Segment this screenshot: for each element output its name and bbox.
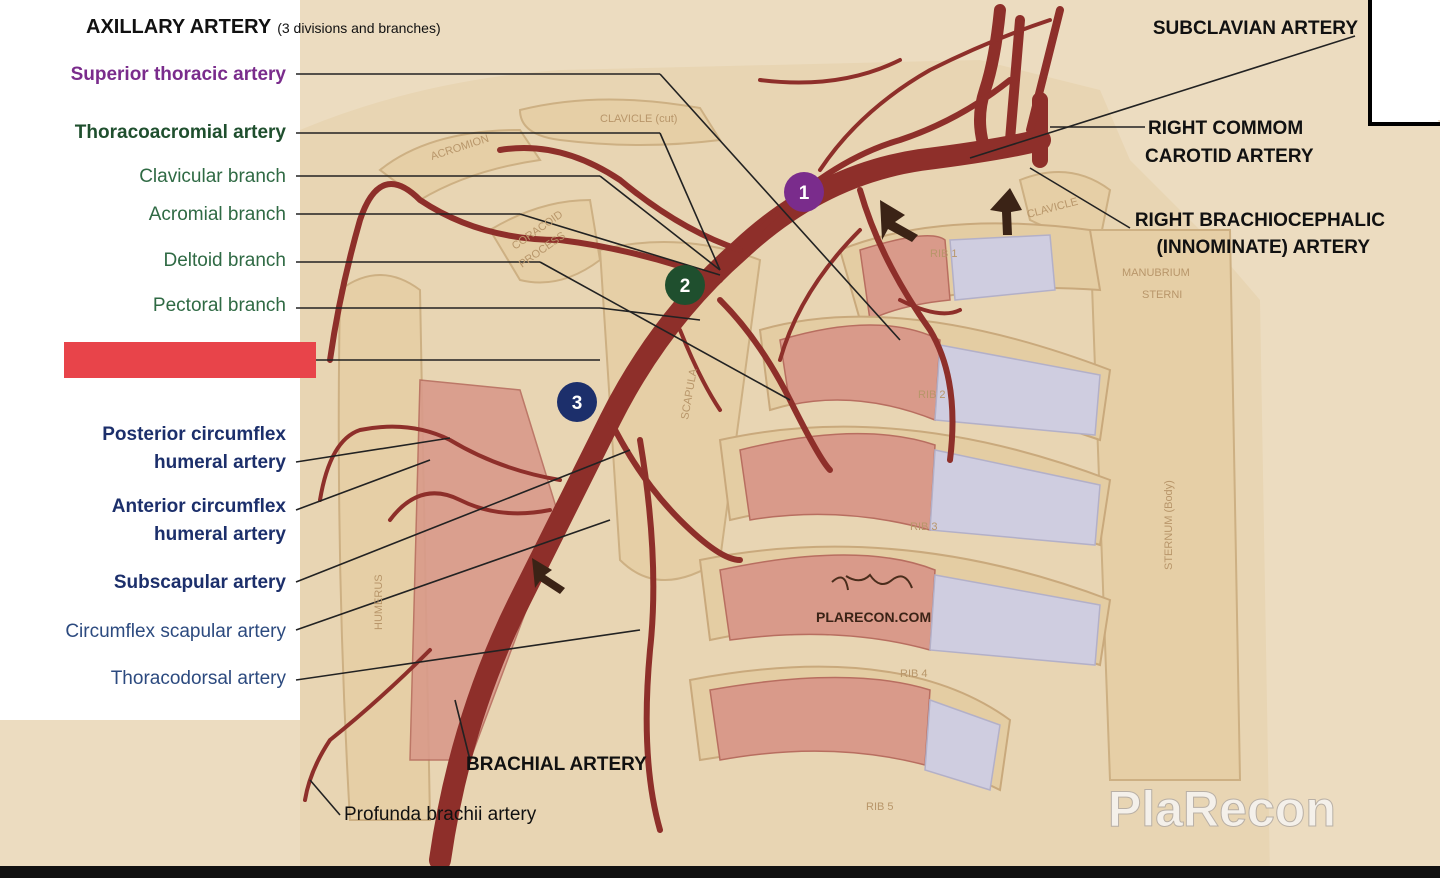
artery-branches [303, 18, 1052, 833]
arrow-icon [532, 558, 565, 594]
svg-text:3: 3 [572, 393, 583, 414]
division-3-marker: 3 [557, 382, 597, 422]
left-label: Superior thoracic artery [71, 64, 287, 85]
bone-label-humerus: HUMERUS [373, 574, 385, 630]
bone-label-manubrium-2: STERNI [1142, 289, 1182, 301]
bone-label-sternum: STERNUM (Body) [1163, 480, 1175, 570]
bone-label-rib4: RIB 4 [900, 668, 928, 680]
left-label: Circumflex scapular artery [65, 621, 286, 642]
left-label: humeral artery [154, 452, 286, 473]
bottom-border [0, 866, 1440, 878]
watermark-brand: PlaRecon [1108, 781, 1336, 837]
watermark-site: PLARECON.COM [816, 609, 931, 625]
bone-label-clavicle-left: CLAVICLE (cut) [600, 113, 677, 125]
arrow-icon [880, 200, 918, 242]
label-subclavian: SUBCLAVIAN ARTERY [1153, 18, 1358, 39]
highlight-bar [64, 342, 316, 378]
label-common-carotid-1: RIGHT COMMOM [1148, 118, 1303, 139]
scapula [598, 241, 762, 581]
label-profunda-brachii: Profunda brachii artery [344, 804, 537, 825]
left-label: Deltoid branch [163, 250, 286, 271]
artist-signature [831, 573, 913, 591]
left-label: Pectoral branch [153, 295, 286, 316]
arm-muscle [409, 379, 561, 761]
left-label: Posterior circumflex [102, 424, 286, 445]
left-labels: Superior thoracic arteryThoracoacromial … [65, 64, 286, 689]
label-common-carotid-2: CAROTID ARTERY [1145, 146, 1314, 167]
label-brachial-artery: BRACHIAL ARTERY [466, 754, 647, 775]
bone-label-rib2: RIB 2 [918, 389, 946, 401]
bone-label-rib3: RIB 3 [910, 521, 938, 533]
arrows [532, 188, 1022, 594]
label-brachiocephalic-1: RIGHT BRACHIOCEPHALIC [1135, 210, 1385, 231]
arrow-icon [990, 188, 1022, 235]
diagram-title: AXILLARY ARTERY(3 divisions and branches… [86, 16, 441, 38]
label-brachiocephalic-2: (INNOMINATE) ARTERY [1156, 237, 1370, 258]
left-label: humeral artery [154, 524, 286, 545]
division-1-marker: 1 [784, 172, 824, 212]
bone-label-manubrium: MANUBRIUM [1122, 267, 1190, 279]
left-label: Thoracodorsal artery [111, 668, 287, 689]
bone-label-rib5: RIB 5 [866, 801, 894, 813]
bone-label-rib1: RIB 1 [930, 248, 958, 260]
left-label: Anterior circumflex [112, 496, 287, 517]
left-label: Clavicular branch [139, 166, 286, 187]
division-2-marker: 2 [665, 265, 705, 305]
leader-lines [295, 35, 1356, 816]
left-label: Thoracoacromial artery [75, 122, 287, 143]
corner-box [1368, 0, 1440, 126]
svg-text:2: 2 [680, 276, 691, 297]
svg-text:1: 1 [799, 183, 810, 204]
left-label: Acromial branch [149, 204, 286, 225]
left-label: Subscapular artery [114, 572, 287, 593]
axillary-artery [429, 4, 1064, 871]
